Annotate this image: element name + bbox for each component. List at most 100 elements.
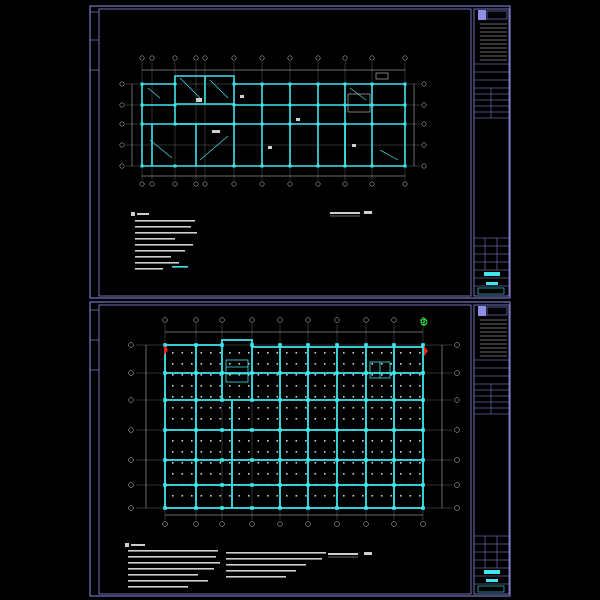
pile-point <box>381 462 383 464</box>
pile-point <box>362 396 364 398</box>
pile-point <box>409 495 412 497</box>
pile-point <box>181 440 184 442</box>
pile-point <box>267 473 269 475</box>
pile-point <box>305 363 307 365</box>
grid-bubble-icon <box>172 55 178 61</box>
pile-point <box>229 385 231 387</box>
pile-point <box>267 407 269 409</box>
note-line <box>226 558 322 560</box>
pile-point <box>409 473 412 475</box>
pile-point <box>267 374 269 376</box>
pile-point <box>172 451 174 453</box>
column <box>173 82 177 86</box>
pile-point <box>419 352 421 354</box>
pile-point <box>191 352 193 354</box>
pile-point <box>390 451 393 453</box>
pile-point <box>324 396 326 398</box>
pile-point <box>305 385 307 387</box>
column <box>343 82 347 86</box>
sheet-bottom <box>89 301 511 597</box>
pile-point <box>295 363 298 365</box>
column <box>220 398 224 402</box>
pile-point <box>181 418 184 420</box>
pile-point <box>172 440 174 442</box>
pile-point <box>191 451 193 453</box>
pile-point <box>181 396 184 398</box>
column <box>220 506 224 510</box>
column <box>392 458 396 462</box>
pile-point <box>267 396 269 398</box>
column <box>232 122 236 126</box>
pile-point <box>286 440 288 442</box>
pile-point <box>371 407 374 409</box>
note-line <box>226 552 326 554</box>
grid-bubble-icon <box>249 317 255 323</box>
pile-point <box>362 418 364 420</box>
pile-point <box>371 440 374 442</box>
grid-bubble-icon <box>231 181 237 187</box>
pile-point <box>333 440 336 442</box>
pile-point <box>419 418 421 420</box>
pile-point <box>238 495 241 497</box>
column <box>163 483 167 487</box>
pile-point <box>200 462 203 464</box>
pile-point <box>295 462 298 464</box>
pile-point <box>181 363 184 365</box>
grid-bubble-icon <box>193 55 199 61</box>
grid-bubble-icon <box>363 521 369 527</box>
pile-point <box>210 473 212 475</box>
grid-bubble-icon <box>202 55 208 61</box>
grid-bubble-icon <box>334 317 340 323</box>
grid-bubble-icon <box>454 482 460 488</box>
column <box>163 428 167 432</box>
pile-point <box>181 462 184 464</box>
column <box>232 82 236 86</box>
pile-point <box>295 374 298 376</box>
pile-point <box>390 407 393 409</box>
pile-point <box>400 418 402 420</box>
pile-point <box>172 473 174 475</box>
pile-point <box>286 385 288 387</box>
note-line <box>135 250 185 252</box>
plan-title-top <box>330 211 372 217</box>
pile-point <box>276 473 279 475</box>
column <box>163 506 167 510</box>
column <box>306 398 310 402</box>
pile-point <box>257 451 260 453</box>
pile-point <box>390 396 393 398</box>
pile-point <box>419 407 421 409</box>
pile-point <box>362 451 364 453</box>
column <box>140 164 144 168</box>
pile-point <box>257 418 260 420</box>
pile-point <box>191 407 193 409</box>
pile-point <box>314 418 317 420</box>
pile-point <box>305 407 307 409</box>
pile-point <box>324 363 326 365</box>
grid-bubble-icon <box>193 317 199 323</box>
pile-point <box>343 451 345 453</box>
pile-point <box>257 473 260 475</box>
pile-point <box>191 363 193 365</box>
pile-point <box>200 407 203 409</box>
pile-point <box>343 473 345 475</box>
pile-point <box>343 374 345 376</box>
grid-bubble-icon <box>287 181 293 187</box>
pile-point <box>362 352 364 354</box>
marker-red-icon <box>424 346 428 356</box>
pile-point <box>172 352 174 354</box>
pile-point <box>191 385 193 387</box>
pile-point <box>248 462 250 464</box>
grid-bubble-icon <box>128 397 134 403</box>
pile-point <box>324 374 326 376</box>
column <box>421 506 425 510</box>
pile-point <box>314 462 317 464</box>
pile-point <box>362 363 364 365</box>
pile-point <box>409 352 412 354</box>
pile-point <box>200 385 203 387</box>
column <box>392 428 396 432</box>
note-line <box>135 232 197 234</box>
pile-point <box>352 396 355 398</box>
pile-point <box>191 440 193 442</box>
pile-point <box>238 396 241 398</box>
column <box>194 428 198 432</box>
